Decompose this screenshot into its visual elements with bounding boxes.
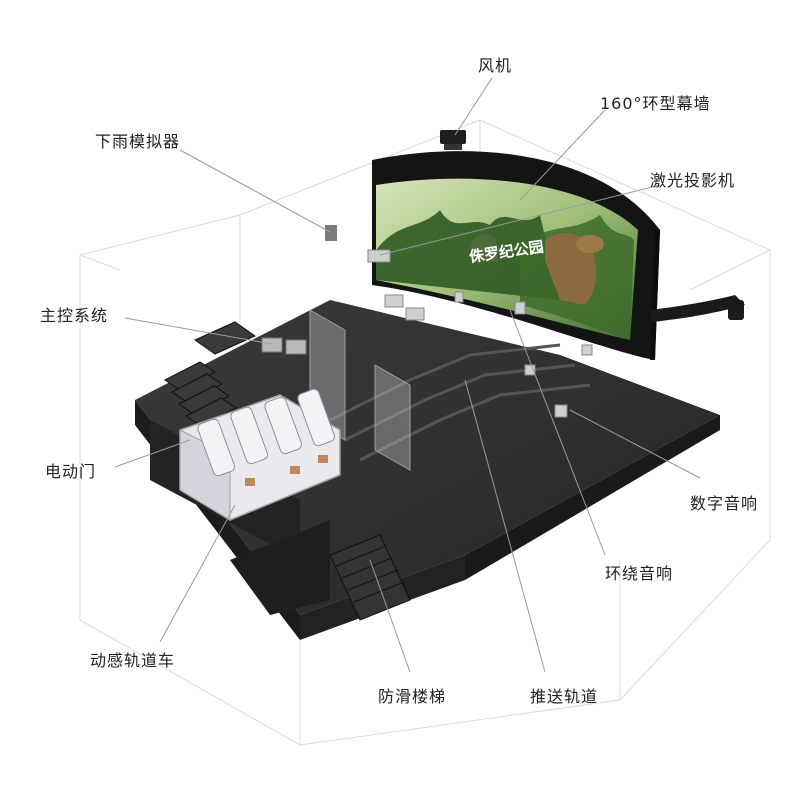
label-main-control: 主控系统 xyxy=(40,306,109,325)
room-wireframe xyxy=(79,119,771,746)
laser-projector-drawing xyxy=(367,249,391,263)
label-motion-rail-car: 动感轨道车 xyxy=(90,651,176,670)
main-control-drawing xyxy=(261,337,307,355)
label-push-track: 推送轨道 xyxy=(530,687,599,706)
rain-simulator-drawing xyxy=(325,225,337,241)
label-rain-simulator: 下雨模拟器 xyxy=(95,132,181,151)
label-surround-audio: 环绕音响 xyxy=(605,564,674,583)
stairs-left xyxy=(164,321,257,427)
label-curved-screen: 160°环型幕墙 xyxy=(600,94,711,113)
projector-arm xyxy=(650,295,745,322)
motion-rail-car-drawing xyxy=(179,388,341,521)
antislip-stairs-drawing xyxy=(329,534,411,621)
label-digital-audio: 数字音响 xyxy=(690,494,759,513)
label-laser-projector: 激光投影机 xyxy=(650,171,736,190)
label-electric-door: 电动门 xyxy=(45,462,97,481)
speakers-drawing xyxy=(384,291,593,418)
label-antislip-stairs: 防滑楼梯 xyxy=(378,687,447,706)
fan-drawing xyxy=(440,130,466,150)
leader-lines xyxy=(114,77,701,673)
label-fan: 风机 xyxy=(478,56,513,75)
